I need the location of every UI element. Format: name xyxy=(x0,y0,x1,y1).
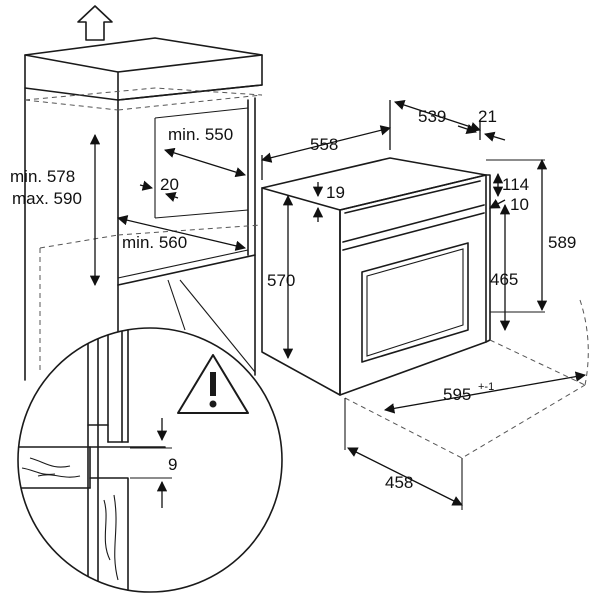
cab-depth-gap-label: 20 xyxy=(160,175,179,194)
cab-min-depth-label: min. 560 xyxy=(122,233,187,252)
oven-top-offset-label: 19 xyxy=(326,183,345,202)
oven-width-label: 595 xyxy=(443,385,471,404)
oven-width-tolerance: +-1 xyxy=(478,381,494,393)
oven-door-gap-label: 10 xyxy=(510,195,529,214)
oven-total-height-label: 589 xyxy=(548,233,576,252)
up-arrow-icon xyxy=(77,5,113,41)
oven-dimensions: 558 539 21 19 570 114 10 589 465 595 +-1… xyxy=(260,99,587,510)
oven-front-depth-label: 458 xyxy=(385,473,413,492)
oven-handle-depth-label: 21 xyxy=(478,107,497,126)
cab-max-height-label: max. 590 xyxy=(12,189,82,208)
oven xyxy=(261,157,589,459)
oven-body-depth-label: 539 xyxy=(418,107,446,126)
warning-triangle-icon xyxy=(177,354,249,414)
oven-top-panel-label: 114 xyxy=(502,175,529,194)
cabinet-dimensions: min. 578 max. 590 min. 550 20 min. 560 xyxy=(10,125,247,287)
cab-min-height-label: min. 578 xyxy=(10,167,75,186)
detail-gap-label: 9 xyxy=(168,455,177,474)
oven-door-height-label: 465 xyxy=(490,270,518,289)
detail-callout: 9 xyxy=(17,279,283,593)
oven-depth-label: 558 xyxy=(310,135,338,154)
cab-min-width-label: min. 550 xyxy=(168,125,233,144)
oven-side-height-label: 570 xyxy=(267,271,295,290)
